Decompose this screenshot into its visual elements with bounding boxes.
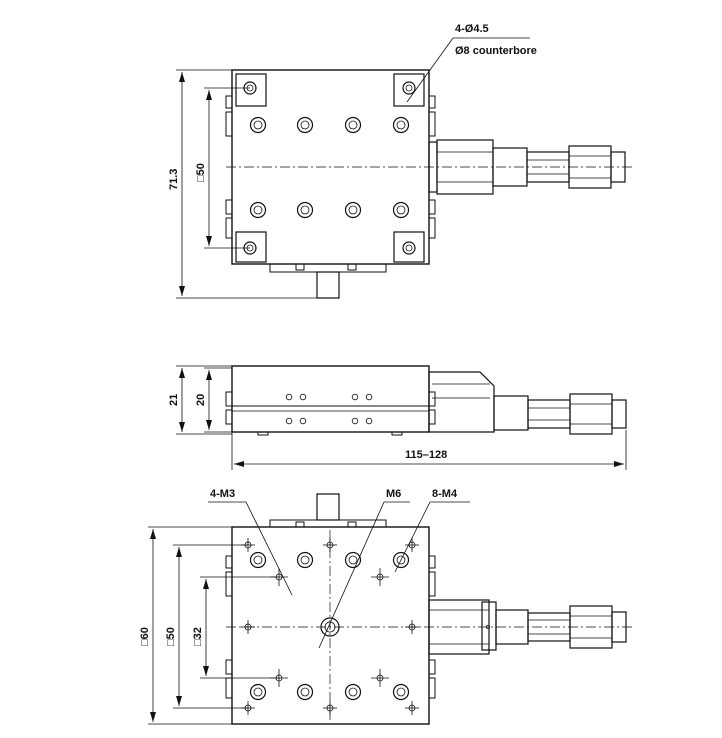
dim-square-32: □32 <box>192 627 204 646</box>
counterbore-hole <box>402 81 416 95</box>
dim-square-60: □60 <box>139 627 151 646</box>
side-view: 21 20 115–128 <box>168 365 627 470</box>
holes-label: 4-Ø4.5 <box>455 23 489 35</box>
corner-pocket <box>393 231 425 263</box>
m4-holes <box>249 551 410 701</box>
dim-20: 20 <box>195 394 207 406</box>
m6-label: M6 <box>386 488 401 500</box>
dim-21: 21 <box>168 394 180 406</box>
corner-pocket <box>393 73 425 107</box>
dim-square-50-bottom: □50 <box>165 627 177 646</box>
side-holes <box>285 393 373 425</box>
counterbore-label: Ø8 counterbore <box>455 45 537 57</box>
micrometer-bottom <box>428 599 627 655</box>
dim-115-128: 115–128 <box>405 449 447 461</box>
counterbore-hole <box>402 241 416 255</box>
micrometer-side <box>428 371 627 435</box>
dim-square-50-top: □50 <box>195 163 207 182</box>
top-view: 4-Ø4.5 Ø8 counterbore 71.3 □50 <box>168 23 632 299</box>
m4-label: 8-M4 <box>432 488 458 500</box>
corner-pocket <box>235 231 267 263</box>
bottom-view: 4-M3 M6 8-M4 □60 □50 □32 <box>139 488 632 725</box>
m3-label: 4-M3 <box>210 488 235 500</box>
screw-holes <box>249 116 410 219</box>
micrometer <box>428 139 626 195</box>
dim-71-3: 71.3 <box>168 169 180 190</box>
side-view-body <box>231 365 430 433</box>
corner-pocket <box>235 73 267 107</box>
